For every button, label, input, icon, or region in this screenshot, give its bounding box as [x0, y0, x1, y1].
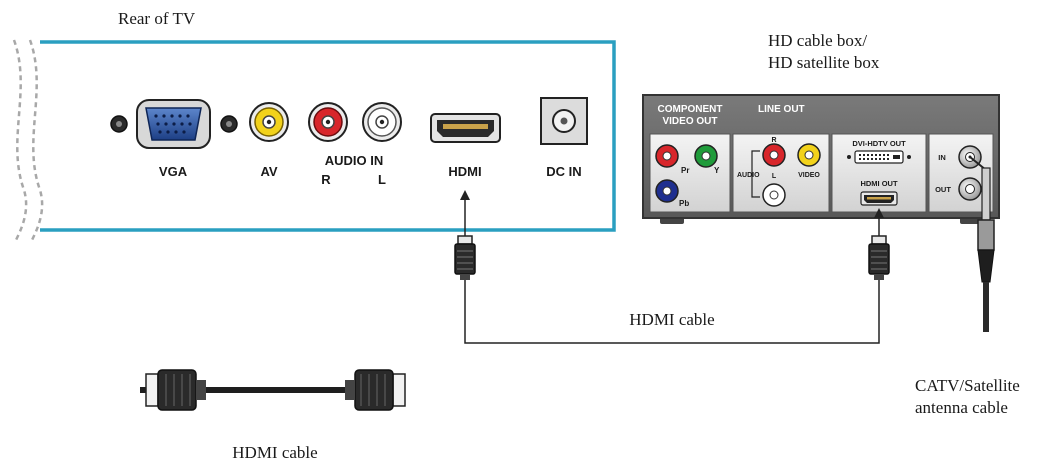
hdmi-out-label: HDMI OUT — [860, 179, 897, 188]
audio-l-jack — [362, 102, 402, 142]
audio-r-label: R — [321, 172, 331, 187]
hdmi-cable-illustration-label: HDMI cable — [232, 443, 317, 462]
line-out-r-label: R — [771, 137, 776, 144]
pr-label: Pr — [681, 166, 689, 175]
illustration-cable — [140, 387, 390, 393]
tv-cut-edge-inner — [28, 39, 44, 241]
av-jack — [249, 102, 289, 142]
video-label: VIDEO — [798, 172, 820, 179]
component-label-line1: COMPONENT — [658, 104, 723, 115]
av-label: AV — [260, 164, 277, 179]
vga-port — [110, 99, 238, 149]
audio-r-jack — [308, 102, 348, 142]
f-connector-nut — [977, 219, 995, 251]
antenna-wire — [983, 282, 989, 332]
f-connector-pin — [981, 167, 991, 221]
box-hdmi-out-port — [860, 191, 898, 206]
antenna-label-line1: CATV/Satellite — [915, 376, 1020, 395]
hdmi-plug-box-end — [868, 235, 890, 281]
audio-in-label: AUDIO IN — [325, 153, 384, 168]
vga-label: VGA — [159, 164, 188, 179]
tv-hdmi-label: HDMI — [448, 164, 481, 179]
rf-out-label: OUT — [935, 185, 951, 194]
hdmi-cable-wire — [464, 280, 880, 344]
box-title-line1: HD cable box/ — [768, 31, 867, 50]
antenna-label-line2: antenna cable — [915, 398, 1008, 417]
audio-bracket — [751, 150, 760, 198]
box-title-line2: HD satellite box — [768, 53, 880, 72]
rf-in-label: IN — [938, 153, 946, 162]
rf-out-connector — [958, 177, 982, 201]
tv-hdmi-port — [430, 113, 501, 143]
f-connector-boot — [977, 249, 995, 283]
tv-border — [40, 40, 616, 232]
hdmi-plug-tv-end — [454, 235, 476, 281]
y-jack — [694, 144, 718, 168]
video-jack — [797, 143, 821, 167]
dvi-hdtv-out-label: DVI-HDTV OUT — [852, 139, 906, 148]
insert-arrow-head-left — [460, 190, 470, 200]
pb-label: Pb — [679, 199, 689, 208]
hdmi-cable-connection-label: HDMI cable — [629, 310, 714, 329]
rear-of-tv-title: Rear of TV — [118, 9, 196, 28]
dc-in-port — [540, 97, 588, 145]
pr-jack — [655, 144, 679, 168]
pb-jack — [655, 179, 679, 203]
line-out-r-jack — [762, 143, 786, 167]
hdmi-connection — [454, 190, 890, 344]
dvi-port — [847, 150, 911, 164]
antenna-cable — [969, 156, 995, 332]
y-label: Y — [714, 166, 720, 175]
tv-cut-edge-outer — [12, 39, 28, 241]
line-out-audio-label: AUDIO — [737, 172, 760, 179]
line-out-l-label: L — [772, 173, 777, 180]
dc-in-label: DC IN — [546, 164, 581, 179]
illustration-plug-right — [345, 369, 406, 411]
tv-rear-panel: VGA AV AUDIO IN R L — [12, 39, 616, 241]
line-out-l-jack — [762, 183, 786, 207]
audio-l-label: L — [378, 172, 386, 187]
line-out-label: LINE OUT — [758, 104, 805, 115]
cable-box: COMPONENT VIDEO OUT Pr Y Pb LINE OUT — [642, 94, 1000, 224]
insert-arrow-head-right — [874, 208, 884, 218]
illustration-plug-left — [145, 369, 206, 411]
component-label-line2: VIDEO OUT — [662, 116, 717, 127]
hdmi-cable-illustration — [140, 369, 406, 411]
